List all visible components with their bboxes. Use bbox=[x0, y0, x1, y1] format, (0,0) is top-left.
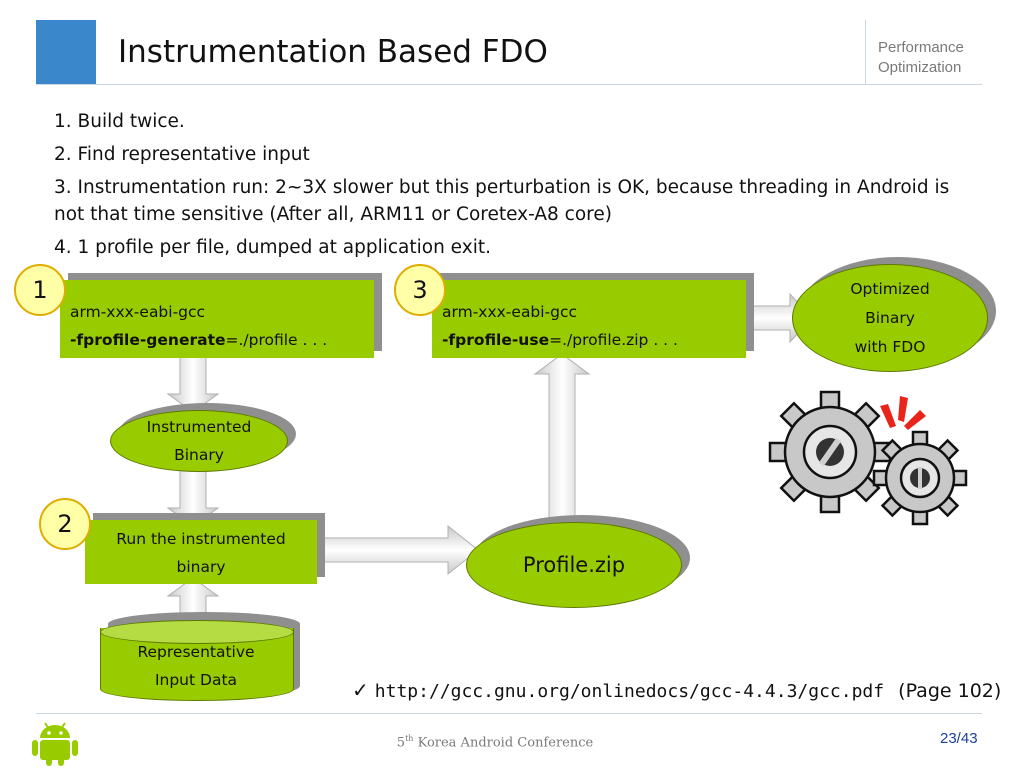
bullet-item: 3. Instrumentation run: 2~3X slower but … bbox=[54, 177, 950, 225]
header-rule bbox=[36, 84, 982, 85]
step-badge-3: 3 bbox=[394, 264, 446, 316]
reference-line: ✓http://gcc.gnu.org/onlinedocs/gcc-4.4.3… bbox=[352, 678, 1001, 702]
footer-conference-name: Korea Android Conference bbox=[417, 735, 594, 751]
section-label-line1: Performance bbox=[878, 39, 964, 56]
section-label-line2: Optimization bbox=[878, 59, 962, 76]
flag-profile-use: -fprofile-use bbox=[442, 331, 550, 349]
compiler-name: arm-xxx-eabi-gcc bbox=[442, 303, 578, 321]
input-data-line2: Input Data bbox=[154, 671, 238, 689]
optimized-binary-ellipse: Optimized Binary with FDO bbox=[792, 264, 988, 372]
reference-page: (Page 102) bbox=[898, 680, 1002, 702]
arrow-right-4 bbox=[311, 524, 479, 576]
flag-argument: =./profile . . . bbox=[225, 331, 328, 349]
step-badge-2: 2 bbox=[39, 498, 91, 550]
title-accent-block bbox=[36, 20, 96, 84]
optimized-line3: with FDO bbox=[854, 337, 926, 356]
arrow-up-5 bbox=[533, 353, 591, 527]
run-box-line2: binary bbox=[176, 558, 226, 576]
page-number: 23/43 bbox=[940, 730, 978, 747]
compile-use-box: arm-xxx-eabi-gcc -fprofile-use=./profile… bbox=[432, 280, 746, 358]
page-title: Instrumentation Based FDO bbox=[118, 34, 548, 70]
step-badge-1: 1 bbox=[14, 264, 66, 316]
profile-zip-label: Profile.zip bbox=[522, 553, 626, 577]
footer-conference: 5th Korea Android Conference bbox=[0, 734, 990, 750]
compile-generate-box: arm-xxx-eabi-gcc -fprofile-generate=./pr… bbox=[60, 280, 374, 358]
flag-argument: =./profile.zip . . . bbox=[549, 331, 678, 349]
run-box-line1: Run the instrumented bbox=[116, 530, 286, 548]
optimized-line1: Optimized bbox=[850, 279, 930, 298]
run-instrumented-box: Run the instrumented binary bbox=[85, 520, 317, 584]
footer-ordinal-suffix: th bbox=[405, 734, 414, 743]
optimized-line2: Binary bbox=[865, 308, 915, 327]
compiler-flags: -fprofile-use=./profile.zip . . . bbox=[442, 326, 736, 354]
arrow-down-2 bbox=[166, 467, 220, 527]
profile-zip-ellipse: Profile.zip bbox=[466, 522, 682, 608]
input-data-line1: Representative bbox=[137, 643, 255, 661]
reference-url[interactable]: http://gcc.gnu.org/onlinedocs/gcc-4.4.3/… bbox=[374, 681, 885, 702]
header-divider bbox=[865, 20, 866, 84]
section-label: Performance Optimization bbox=[878, 38, 988, 78]
flag-profile-generate: -fprofile-generate bbox=[70, 331, 226, 349]
instrumented-binary-line1: Instrumented bbox=[146, 418, 252, 436]
bullet-item: 2. Find representative input bbox=[54, 144, 310, 165]
input-data-label: Representative Input Data bbox=[100, 638, 292, 694]
gears-icon bbox=[768, 390, 968, 526]
android-logo bbox=[32, 722, 78, 766]
footer-rule bbox=[36, 713, 982, 714]
bullet-item: 4. 1 profile per file, dumped at applica… bbox=[54, 237, 491, 258]
bullet-list: 1. Build twice. 2. Find representative i… bbox=[54, 108, 984, 267]
bullet-item: 1. Build twice. bbox=[54, 111, 185, 132]
input-cylinder-top bbox=[100, 620, 294, 644]
arrow-down-1 bbox=[166, 351, 220, 413]
compiler-name: arm-xxx-eabi-gcc bbox=[70, 303, 206, 321]
instrumented-binary-line2: Binary bbox=[174, 446, 224, 464]
checkmark-icon: ✓ bbox=[352, 678, 369, 702]
compiler-flags: -fprofile-generate=./profile . . . bbox=[70, 326, 364, 354]
instrumented-binary-ellipse: Instrumented Binary bbox=[110, 410, 288, 472]
footer-ordinal: 5 bbox=[396, 735, 406, 751]
